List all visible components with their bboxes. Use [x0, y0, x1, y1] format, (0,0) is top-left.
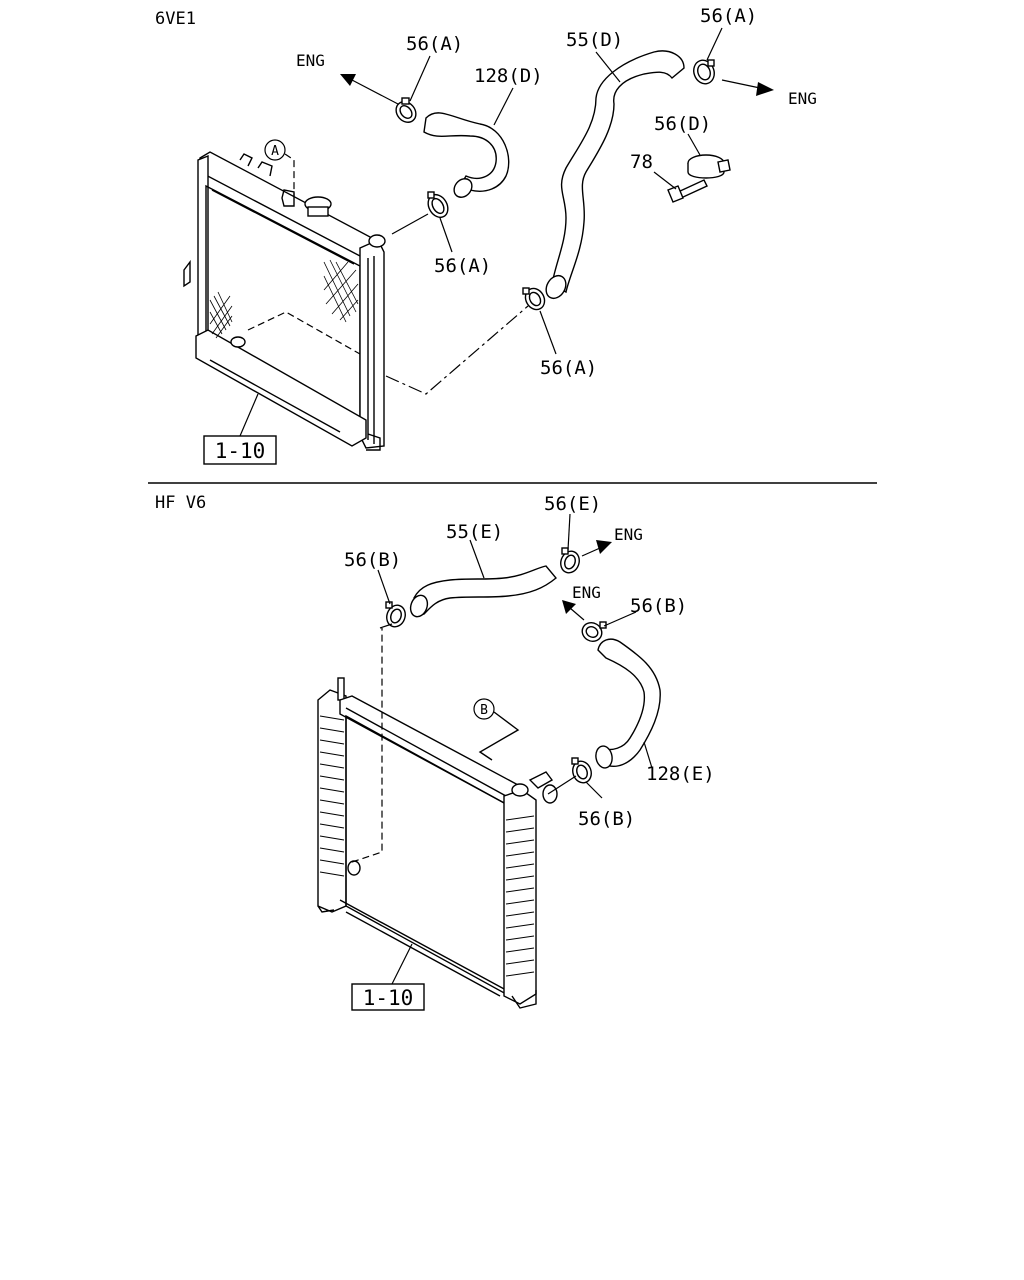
callout-56e: 56(E) — [544, 493, 601, 515]
reference-marker-a: A — [271, 144, 279, 159]
eng-label-bottom-upper: ENG — [614, 525, 643, 544]
hose-55e — [409, 565, 557, 618]
clamp-56a-upper-left — [395, 97, 417, 123]
radiator-top — [183, 139, 386, 451]
reference-box-bottom-leader — [391, 943, 413, 985]
hose-128d — [423, 112, 510, 198]
clamp-56b-right-lower — [571, 757, 592, 784]
callout-56a-upper-right: 56(A) — [700, 5, 757, 27]
leaders-bottom — [377, 513, 653, 799]
section-label-6ve1: 6VE1 — [155, 9, 196, 29]
clamp-56a-lower — [522, 287, 546, 311]
reference-box-top-leader — [239, 393, 259, 437]
callout-128d: 128(D) — [474, 65, 543, 87]
reference-box-bottom-label: 1-10 — [363, 986, 414, 1010]
callout-56a-upper-left: 56(A) — [406, 33, 463, 55]
callout-56d: 56(D) — [654, 113, 711, 135]
callout-56b-right-lower: 56(B) — [578, 808, 635, 830]
callout-56b-left: 56(B) — [344, 549, 401, 571]
callout-56b-right-upper: 56(B) — [630, 595, 687, 617]
callout-128e: 128(E) — [646, 763, 715, 785]
eng-label-bottom-lower: ENG — [572, 583, 601, 602]
clamp-56a-mid — [427, 191, 449, 219]
callout-78: 78 — [630, 151, 653, 173]
hose-128e — [595, 638, 661, 769]
eng-arrow-bottom-upper — [581, 540, 612, 557]
reference-box-bottom — [351, 983, 425, 1011]
clamp-56e — [560, 547, 580, 574]
bolt-78 — [667, 179, 708, 203]
eng-arrow-top-left — [340, 74, 399, 105]
eng-label-top-left: ENG — [296, 51, 325, 70]
clamp-56b-right-upper — [581, 621, 607, 642]
section-label-hf-v6: HF V6 — [155, 493, 206, 513]
callout-56a-lower: 56(A) — [540, 357, 597, 379]
hose-55d — [545, 50, 685, 300]
eng-label-top-right: ENG — [788, 89, 817, 108]
callout-55d: 55(D) — [566, 29, 623, 51]
clamp-56d — [687, 154, 731, 179]
leaders-top — [385, 27, 723, 395]
radiator-bottom — [317, 628, 558, 1009]
eng-arrow-bottom-lower — [562, 600, 585, 621]
callout-56a-mid: 56(A) — [434, 255, 491, 277]
reference-marker-b: B — [480, 703, 488, 718]
clamp-56a-upper-right — [693, 59, 715, 85]
reference-box-top-label: 1-10 — [215, 439, 266, 463]
eng-arrow-top-right — [721, 79, 774, 96]
callout-55e: 55(E) — [446, 521, 503, 543]
